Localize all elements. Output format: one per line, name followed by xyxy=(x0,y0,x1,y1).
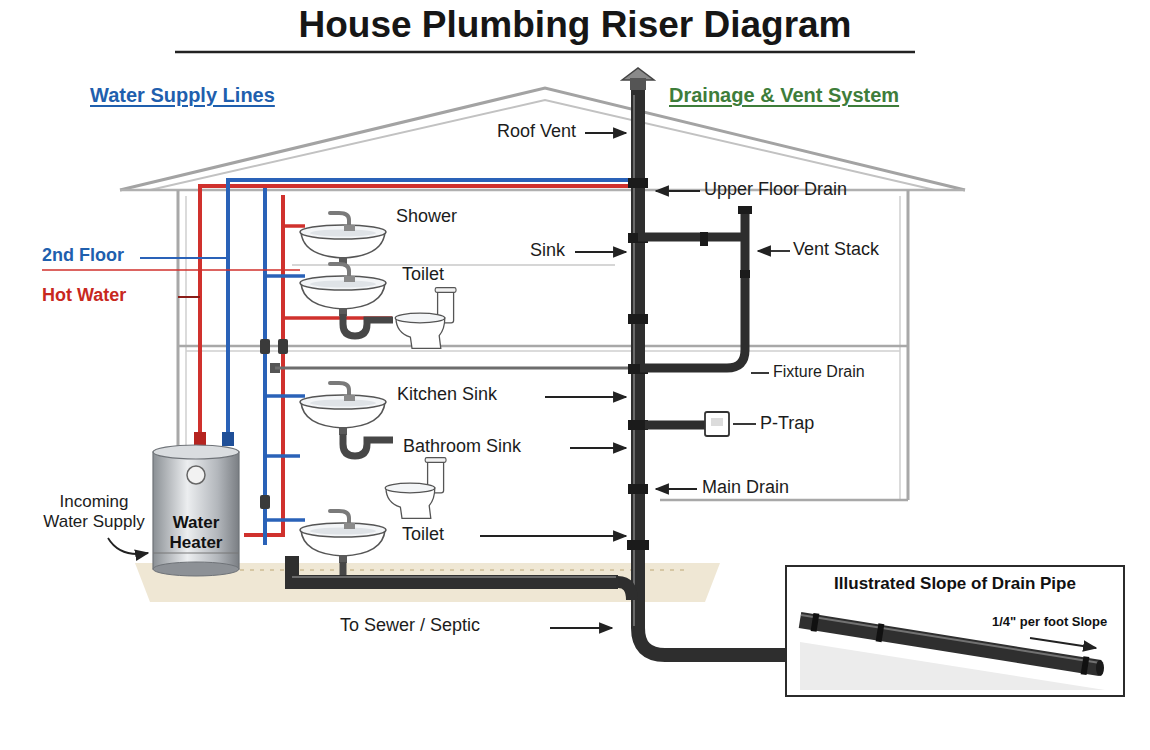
fixture-label: Bathroom Sink xyxy=(403,436,663,457)
part-label: To Sewer / Septic xyxy=(340,615,600,636)
title-rule xyxy=(175,51,915,54)
leader-arrow xyxy=(656,190,700,192)
part-label: Vent Stack xyxy=(793,239,1053,260)
pipe-fitting xyxy=(740,270,750,278)
diagram-title: House Plumbing Riser Diagram xyxy=(0,4,1150,47)
part-label: Fixture Drain xyxy=(773,363,1033,381)
kitchen-sink xyxy=(300,383,386,435)
leader-line xyxy=(751,372,769,374)
leader-arrow xyxy=(550,627,612,629)
leader-arrow xyxy=(570,447,626,449)
part-label: Main Drain xyxy=(702,477,962,498)
leader-line xyxy=(42,269,300,271)
cold-water-stub xyxy=(265,518,305,522)
fixture-label: Sink xyxy=(530,240,790,261)
panel-heading: Illustrated Slope of Drain Pipe xyxy=(787,574,1123,594)
section-heading: Water Supply Lines xyxy=(90,84,350,107)
shower-sink xyxy=(300,213,386,265)
fixture-label: Toilet xyxy=(402,524,662,545)
pipe-band xyxy=(814,613,817,631)
supply-label: Incoming Water Supply xyxy=(38,492,150,531)
floor-label: 2nd Floor xyxy=(42,245,302,266)
pipe-highlight xyxy=(292,576,616,578)
leader-line xyxy=(140,257,228,259)
leader-arrow xyxy=(575,251,626,253)
part-label: Roof Vent xyxy=(497,121,757,142)
leader-arrow xyxy=(545,396,626,398)
vent-branch xyxy=(638,233,745,242)
pipe-fitting xyxy=(628,314,648,324)
valve xyxy=(260,339,270,354)
leader-arrow xyxy=(758,250,790,252)
fixture-label: Shower xyxy=(396,206,656,227)
valve xyxy=(278,339,288,354)
cold-water-pipe xyxy=(263,188,267,545)
pipe-fitting xyxy=(628,484,648,494)
p-trap-box xyxy=(705,412,729,436)
leader-line xyxy=(733,423,756,425)
leader-arrow xyxy=(480,535,626,537)
tank-top xyxy=(153,445,239,459)
slope-panel: Illustrated Slope of Drain Pipe 1/4" per … xyxy=(785,565,1125,697)
part-label: Upper Floor Drain xyxy=(704,179,964,200)
hot-water-stub xyxy=(283,224,305,228)
pipe-end xyxy=(1096,660,1104,676)
bath-sink xyxy=(300,264,386,316)
wye-fitting xyxy=(618,582,632,600)
main-drain-pipe xyxy=(292,556,618,582)
main-stack xyxy=(638,90,785,655)
pipe-fitting xyxy=(194,432,206,446)
equipment-label: Water Heater xyxy=(150,513,242,552)
lower-toilet xyxy=(385,458,446,519)
pipe-fitting xyxy=(628,178,648,188)
cold-water-stub xyxy=(265,394,305,398)
upper-toilet xyxy=(395,288,456,349)
slope-panel-fill xyxy=(785,565,1125,697)
floor-line-inner xyxy=(186,350,900,352)
pipe-band xyxy=(1084,657,1087,675)
leader-arrow xyxy=(585,132,626,134)
floor-line xyxy=(660,499,908,502)
supply-label: Hot Water xyxy=(42,285,302,306)
slope-note: 1/4" per foot Slope xyxy=(992,615,1124,630)
p-trap-pipe xyxy=(343,434,393,456)
right-wall-inner xyxy=(899,196,901,500)
part-label: P-Trap xyxy=(760,413,1020,434)
pipe-fitting xyxy=(738,206,752,214)
toilet-fixture xyxy=(385,458,446,519)
water-heater: Water Heater xyxy=(150,443,242,579)
pipe-band xyxy=(879,624,882,642)
pipe-fitting xyxy=(222,432,234,446)
pipe-fitting xyxy=(700,232,708,246)
section-heading: Drainage & Vent System xyxy=(669,84,929,107)
vent-stack-pipe xyxy=(640,210,745,368)
leader-arrow xyxy=(108,538,148,554)
p-trap-detail xyxy=(711,418,723,426)
p-trap-branch xyxy=(645,421,705,430)
pipe-fitting xyxy=(627,540,649,550)
roof-inner-line xyxy=(150,100,935,190)
tank-shape xyxy=(150,443,242,579)
ground-sink xyxy=(300,511,386,563)
vent-cap-neck xyxy=(630,78,646,90)
cold-water-stub xyxy=(265,274,305,278)
tank-band xyxy=(153,553,239,554)
fixture-drain-line xyxy=(275,367,630,370)
toilet-fixture xyxy=(395,288,456,349)
fixture-label: Toilet xyxy=(402,264,662,285)
tank-base xyxy=(153,562,239,576)
slope-arrow xyxy=(1030,638,1096,648)
fixture-label: Kitchen Sink xyxy=(397,384,657,405)
p-trap-pipe xyxy=(343,314,393,336)
leader-arrow xyxy=(656,488,697,490)
leader-line xyxy=(178,296,200,298)
valve xyxy=(260,495,270,509)
tank-gauge xyxy=(187,466,205,484)
cold-water-stub xyxy=(265,454,300,458)
